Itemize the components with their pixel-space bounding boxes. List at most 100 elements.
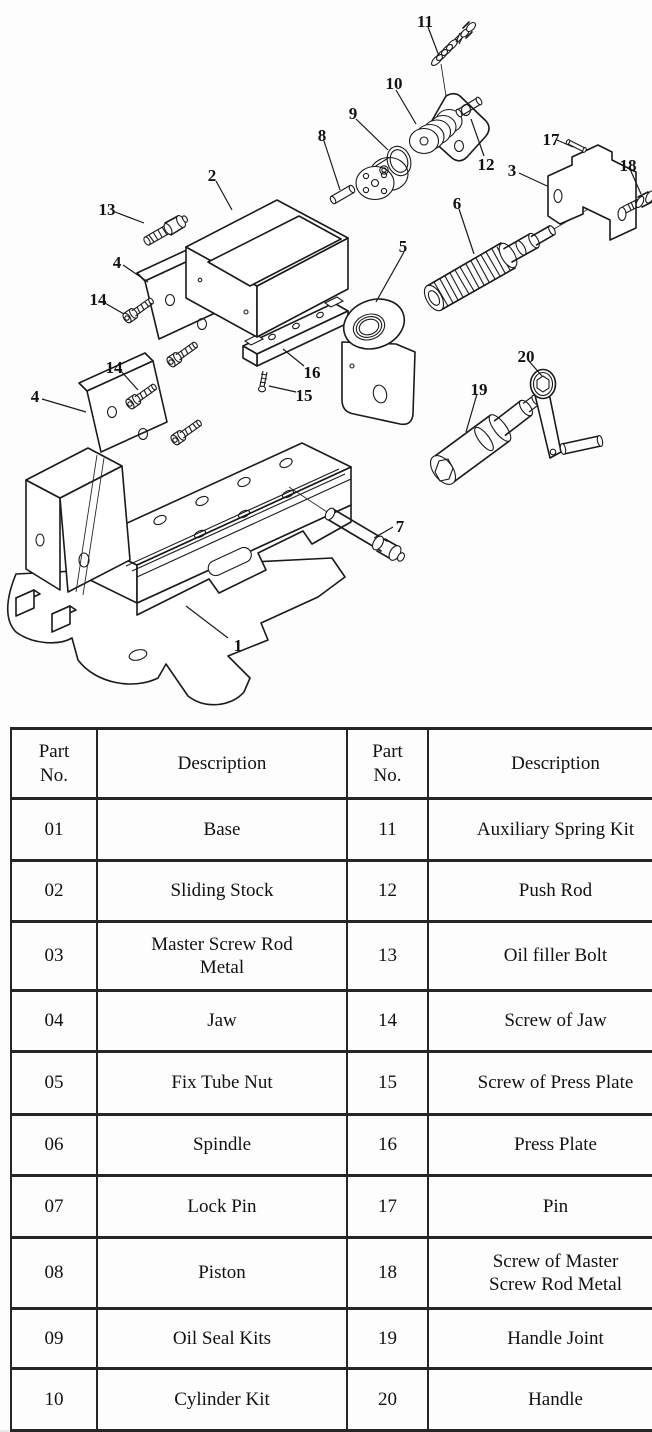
leader-line (375, 251, 405, 303)
callout-17: 17 (543, 130, 561, 149)
leader-line (527, 359, 543, 377)
part-no-cell: 18 (346, 1236, 429, 1310)
swivel-skirt (6, 557, 346, 706)
table-row: 02 Sliding Stock 12 Push Rod (10, 859, 652, 923)
table-row: 09 Oil Seal Kits 19 Handle Joint (10, 1307, 652, 1370)
description-cell: Master Screw Rod Metal (96, 920, 348, 992)
lock-pin-part (288, 486, 406, 562)
leader-line (41, 398, 87, 413)
parts-table: Part No. Description Part No. Descriptio… (10, 727, 652, 1432)
leader-line (268, 385, 297, 393)
part-no-cell: 04 (10, 989, 98, 1053)
leader-line (185, 605, 229, 639)
callout-7: 7 (396, 517, 405, 536)
description-cell: Spindle (96, 1113, 348, 1177)
callout-8: 8 (318, 126, 327, 145)
table-row: 04 Jaw 14 Screw of Jaw (10, 989, 652, 1053)
exploded-view-diagram: 1 2 3 4 4 5 6 7 8 9 10 11 12 13 14 14 15… (6, 12, 652, 706)
spindle-part (423, 207, 591, 312)
part-no-cell: 03 (10, 920, 98, 992)
callout-16: 16 (304, 363, 321, 382)
table-row: 03 Master Screw Rod Metal 13 Oil filler … (10, 920, 652, 992)
fix-tube-nut-part (341, 298, 416, 426)
press-plate-part (242, 296, 349, 367)
leader-line (355, 118, 389, 151)
callout-11: 11 (417, 12, 433, 31)
callout-15: 15 (296, 386, 313, 405)
handle-joint-part (429, 394, 541, 485)
description-cell: Screw of Master Screw Rod Metal (427, 1236, 652, 1310)
push-rod-part (455, 96, 483, 118)
description-cell: Oil filler Bolt (427, 920, 652, 992)
table-row: 05 Fix Tube Nut 15 Screw of Press Plate (10, 1050, 652, 1116)
leader-line (470, 118, 485, 157)
callout-6: 6 (453, 194, 462, 213)
header-description-left: Description (96, 727, 348, 800)
table-row: 08 Piston 18 Screw of Master Screw Rod M… (10, 1236, 652, 1310)
part-no-cell: 10 (10, 1367, 98, 1432)
callout-19: 19 (471, 380, 488, 399)
table-header-row: Part No. Description Part No. Descriptio… (10, 727, 652, 800)
leader-line (629, 168, 642, 195)
callout-3: 3 (508, 161, 517, 180)
description-cell: Cylinder Kit (96, 1367, 348, 1432)
part-no-cell: 01 (10, 797, 98, 862)
header-description-right: Description (427, 727, 652, 800)
description-cell: Push Rod (427, 859, 652, 923)
oil-seal-kits-part (379, 145, 412, 177)
part-no-cell: 09 (10, 1307, 98, 1370)
part-no-cell: 07 (10, 1174, 98, 1239)
part-no-cell: 17 (346, 1174, 429, 1239)
handle-part (529, 368, 604, 459)
part-no-cell: 06 (10, 1113, 98, 1177)
callout-13: 13 (99, 200, 116, 219)
piston-part (329, 156, 409, 205)
leader-line (395, 89, 417, 125)
callout-2: 2 (208, 166, 217, 185)
part-no-cell: 13 (346, 920, 429, 992)
base-part (6, 442, 352, 706)
part-no-cell: 16 (346, 1113, 429, 1177)
callout-10: 10 (386, 74, 403, 93)
description-cell: Fix Tube Nut (96, 1050, 348, 1116)
auxiliary-spring-kit-part (431, 21, 477, 97)
front-slot (207, 546, 252, 577)
leader-line (282, 348, 305, 367)
part-no-cell: 08 (10, 1236, 98, 1310)
description-cell: Screw of Press Plate (427, 1050, 652, 1116)
callout-9: 9 (349, 104, 358, 123)
description-cell: Base (96, 797, 348, 862)
leader-line (518, 172, 548, 187)
table-row: 10 Cylinder Kit 20 Handle (10, 1367, 652, 1432)
leader-line (114, 211, 145, 224)
description-cell: Pin (427, 1174, 652, 1239)
leader-line (458, 208, 475, 255)
part-no-cell: 02 (10, 859, 98, 923)
leader-line (215, 180, 233, 211)
cylinder-kit-part (408, 92, 490, 162)
leader-line (556, 139, 574, 148)
header-part-no-right: Part No. (346, 727, 429, 800)
leader-line (465, 393, 478, 433)
leader-line (122, 264, 149, 283)
tower-top-face (25, 447, 123, 499)
table-row: 01 Base 11 Auxiliary Spring Kit (10, 797, 652, 862)
table-row: 07 Lock Pin 17 Pin (10, 1174, 652, 1239)
leader-line (427, 26, 440, 57)
description-cell: Jaw (96, 989, 348, 1053)
description-cell: Auxiliary Spring Kit (427, 797, 652, 862)
part-no-cell: 19 (346, 1307, 429, 1370)
callout-12: 12 (478, 155, 495, 174)
part-no-cell: 11 (346, 797, 429, 862)
callout-4b: 4 (31, 387, 40, 406)
description-cell: Piston (96, 1236, 348, 1310)
description-cell: Handle (427, 1367, 652, 1432)
callout-5: 5 (399, 237, 408, 256)
oil-filler-bolt-part (143, 215, 189, 246)
description-cell: Handle Joint (427, 1307, 652, 1370)
table-row: 06 Spindle 16 Press Plate (10, 1113, 652, 1177)
leader-line (119, 369, 139, 391)
callout-14b: 14 (106, 358, 124, 377)
master-screw-rod-screw-part (622, 190, 652, 214)
